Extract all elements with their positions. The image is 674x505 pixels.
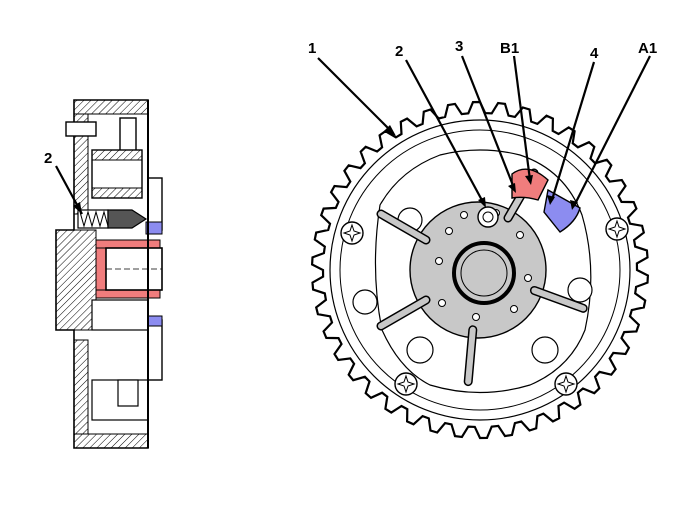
oil-hole [445, 227, 453, 235]
label-part-a1: A1 [638, 40, 657, 57]
chamber-a1 [543, 188, 581, 233]
left-label-part-2: 2 [44, 150, 52, 167]
bolt-torx-bottom-right [554, 372, 578, 396]
oil-hole [516, 231, 524, 239]
rotor-vane [378, 211, 429, 243]
rotor-vane [465, 326, 476, 385]
rotor-vane [531, 287, 587, 312]
bolt-torx-bottom-left [394, 372, 418, 396]
chamber-b1 [511, 168, 549, 201]
oil-hole [435, 257, 443, 265]
sectional-view [55, 99, 163, 449]
front-view [310, 55, 651, 440]
oil-hole [510, 305, 518, 313]
oil-hole [438, 299, 446, 307]
label-part-2: 2 [395, 43, 403, 60]
label-part-b1: B1 [500, 40, 519, 57]
rotor-vane [378, 297, 429, 329]
oil-hole [460, 211, 468, 219]
label-part-4: 4 [590, 45, 599, 62]
label-part-3: 3 [455, 38, 463, 55]
bolt-torx-right [605, 217, 629, 241]
oil-hole [524, 274, 532, 282]
oil-hole [472, 313, 480, 321]
bolt-torx-left [340, 221, 364, 245]
label-part-1: 1 [308, 40, 316, 57]
